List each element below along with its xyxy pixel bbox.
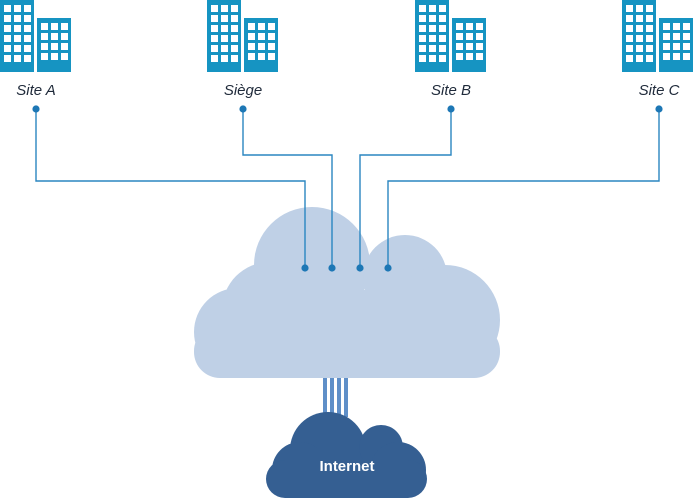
dot-site-c-top	[655, 105, 663, 113]
dot-site-a-cloud	[301, 264, 309, 272]
site-label-siege: Siège	[224, 82, 262, 99]
connection-dots	[32, 105, 663, 272]
link-site-b	[359, 109, 452, 268]
building-icon-site-a	[0, 0, 71, 72]
building-icon-siege	[207, 0, 278, 72]
site-label-site-c: Site C	[639, 82, 680, 99]
wan-cloud	[194, 207, 500, 378]
dot-site-b-cloud	[356, 264, 364, 272]
dot-site-c-cloud	[384, 264, 392, 272]
building-icon-site-c	[622, 0, 693, 72]
dot-siege-cloud	[328, 264, 336, 272]
connection-lines	[35, 109, 660, 268]
internet-cloud	[266, 412, 427, 498]
link-siege	[242, 109, 333, 268]
building-icon-site-b	[415, 0, 486, 72]
internet-label: Internet	[319, 458, 374, 475]
site-label-site-b: Site B	[431, 82, 471, 99]
site-label-site-a: Site A	[16, 82, 55, 99]
link-site-a	[35, 109, 306, 268]
dot-siege-top	[239, 105, 247, 113]
link-site-c	[387, 109, 660, 268]
internet-uplinks	[323, 375, 348, 417]
dot-site-a-top	[32, 105, 40, 113]
dot-site-b-top	[447, 105, 455, 113]
